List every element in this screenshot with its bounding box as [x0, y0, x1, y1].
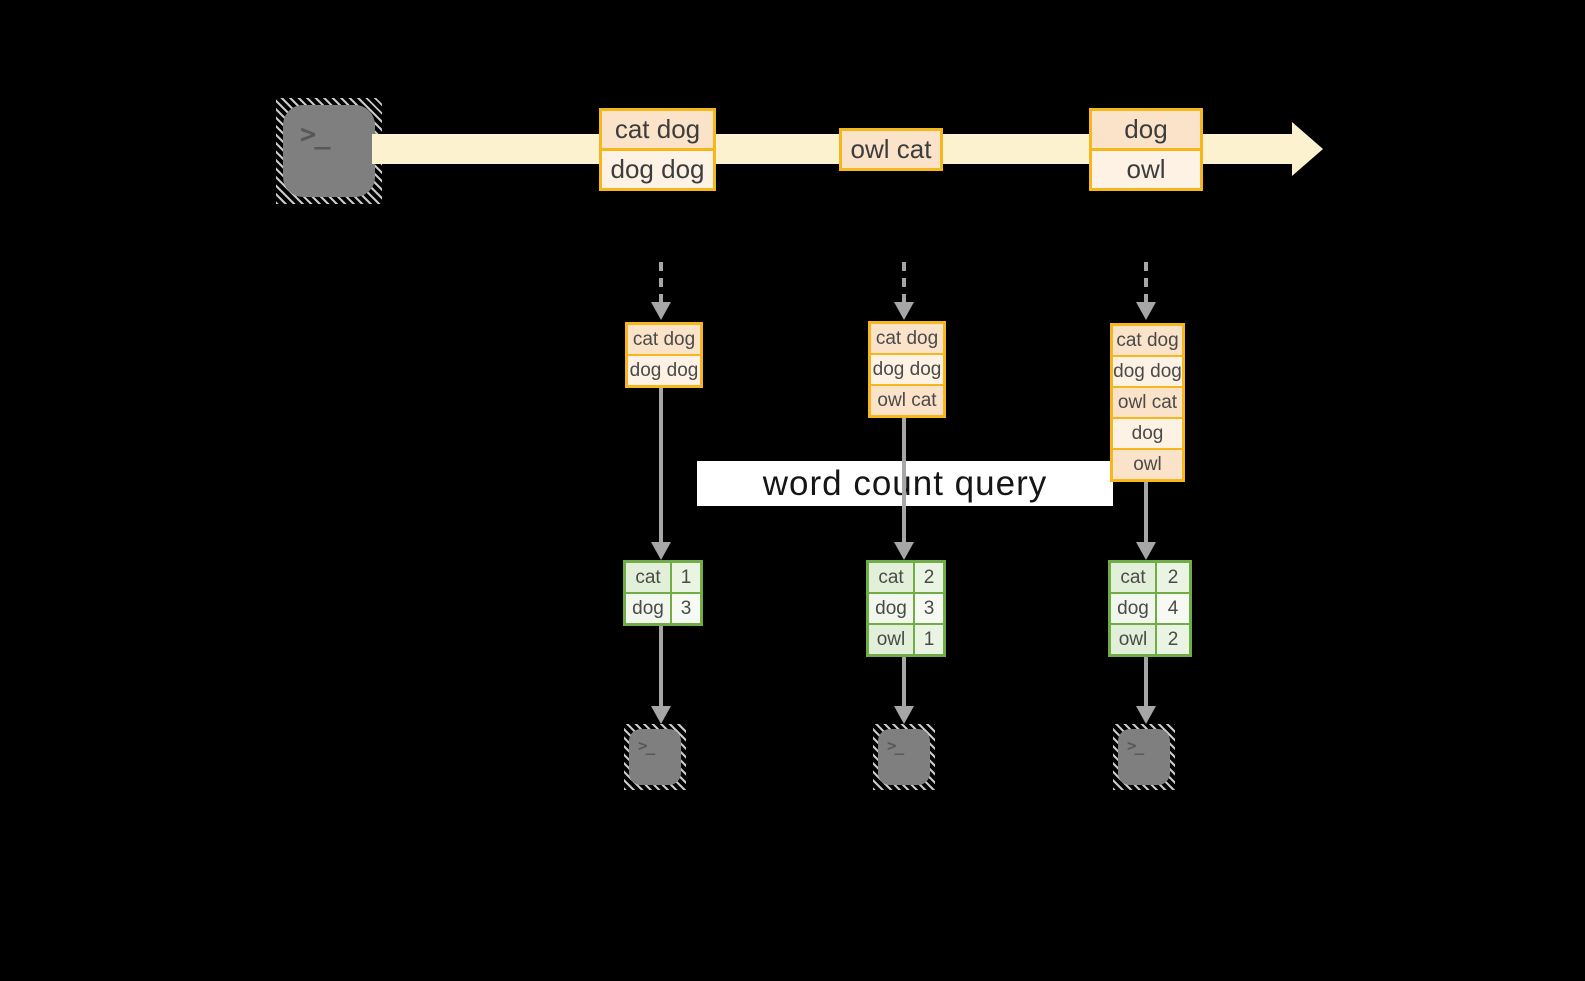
count-value: 2	[1157, 563, 1189, 592]
output-arrowhead-icon	[894, 706, 914, 724]
sink-terminal-icon-1: >_	[624, 724, 686, 790]
buffer-stack-2: cat dog dog dog owl cat	[868, 321, 946, 418]
count-value: 1	[672, 563, 700, 592]
output-arrowhead-icon	[651, 706, 671, 724]
ingest-arrow-line	[902, 262, 906, 302]
output-arrow-line	[902, 657, 906, 706]
query-arrowhead-icon	[894, 542, 914, 560]
output-arrowhead-icon	[1136, 706, 1156, 724]
stream-message-line: cat dog	[602, 111, 713, 148]
stream-message-line: dog	[1092, 111, 1200, 148]
stream-message-3: dog owl	[1089, 108, 1203, 191]
sink-terminal-icon-3: >_	[1113, 724, 1175, 790]
terminal-body: >_	[878, 729, 930, 785]
count-value: 3	[672, 594, 700, 623]
buffer-record: cat dog	[1113, 326, 1182, 355]
sink-terminal-icon-2: >_	[873, 724, 935, 790]
query-arrowhead-icon	[1136, 542, 1156, 560]
buffer-record: dog dog	[1113, 357, 1182, 386]
count-word: cat	[869, 563, 913, 592]
buffer-stack-3: cat dog dog dog owl cat dog owl	[1110, 323, 1185, 482]
buffer-record: owl cat	[871, 386, 943, 415]
count-word: dog	[1111, 594, 1155, 623]
count-value: 4	[1157, 594, 1189, 623]
terminal-body: >_	[1118, 729, 1170, 785]
ingest-arrowhead-icon	[1136, 302, 1156, 320]
buffer-record: dog dog	[871, 355, 943, 384]
stream-message-2: owl cat	[839, 128, 943, 171]
count-word: dog	[869, 594, 913, 623]
terminal-body: >_	[283, 105, 375, 197]
count-table-1: cat 1 dog 3	[623, 560, 703, 626]
terminal-prompt-icon: >_	[1127, 736, 1144, 755]
ingest-arrow-line	[1144, 262, 1148, 302]
count-word: cat	[1111, 563, 1155, 592]
count-value: 1	[915, 625, 943, 654]
count-table-2: cat 2 dog 3 owl 1	[866, 560, 946, 657]
count-value: 2	[915, 563, 943, 592]
count-word: owl	[869, 625, 913, 654]
ingest-arrowhead-icon	[894, 302, 914, 320]
buffer-record: cat dog	[628, 325, 700, 354]
count-word: owl	[1111, 625, 1155, 654]
terminal-body: >_	[629, 729, 681, 785]
count-value: 3	[915, 594, 943, 623]
buffer-stack-1: cat dog dog dog	[625, 322, 703, 388]
stream-message-line: dog dog	[602, 148, 713, 188]
stream-message-1: cat dog dog dog	[599, 108, 716, 191]
terminal-prompt-icon: >_	[638, 736, 655, 755]
ingest-arrowhead-icon	[651, 302, 671, 320]
stream-arrowhead-icon	[1292, 122, 1323, 176]
terminal-prompt-icon: >_	[300, 119, 330, 150]
stream-message-line: owl cat	[842, 131, 940, 168]
query-arrowhead-icon	[651, 542, 671, 560]
count-value: 2	[1157, 625, 1189, 654]
ingest-arrow-line	[659, 262, 663, 302]
buffer-record: owl cat	[1113, 388, 1182, 417]
query-arrow-line	[659, 386, 663, 542]
output-arrow-line	[1144, 657, 1148, 706]
output-arrow-line	[659, 626, 663, 706]
query-arrow-line	[902, 416, 906, 542]
buffer-record: owl	[1113, 450, 1182, 479]
query-arrow-line	[1144, 480, 1148, 542]
buffer-record: cat dog	[871, 324, 943, 353]
buffer-record: dog	[1113, 419, 1182, 448]
count-table-3: cat 2 dog 4 owl 2	[1108, 560, 1192, 657]
count-word: dog	[626, 594, 670, 623]
stream-message-line: owl	[1092, 148, 1200, 188]
count-word: cat	[626, 563, 670, 592]
terminal-prompt-icon: >_	[887, 736, 904, 755]
buffer-record: dog dog	[628, 356, 700, 385]
stream-source-terminal-icon: >_	[276, 98, 382, 204]
